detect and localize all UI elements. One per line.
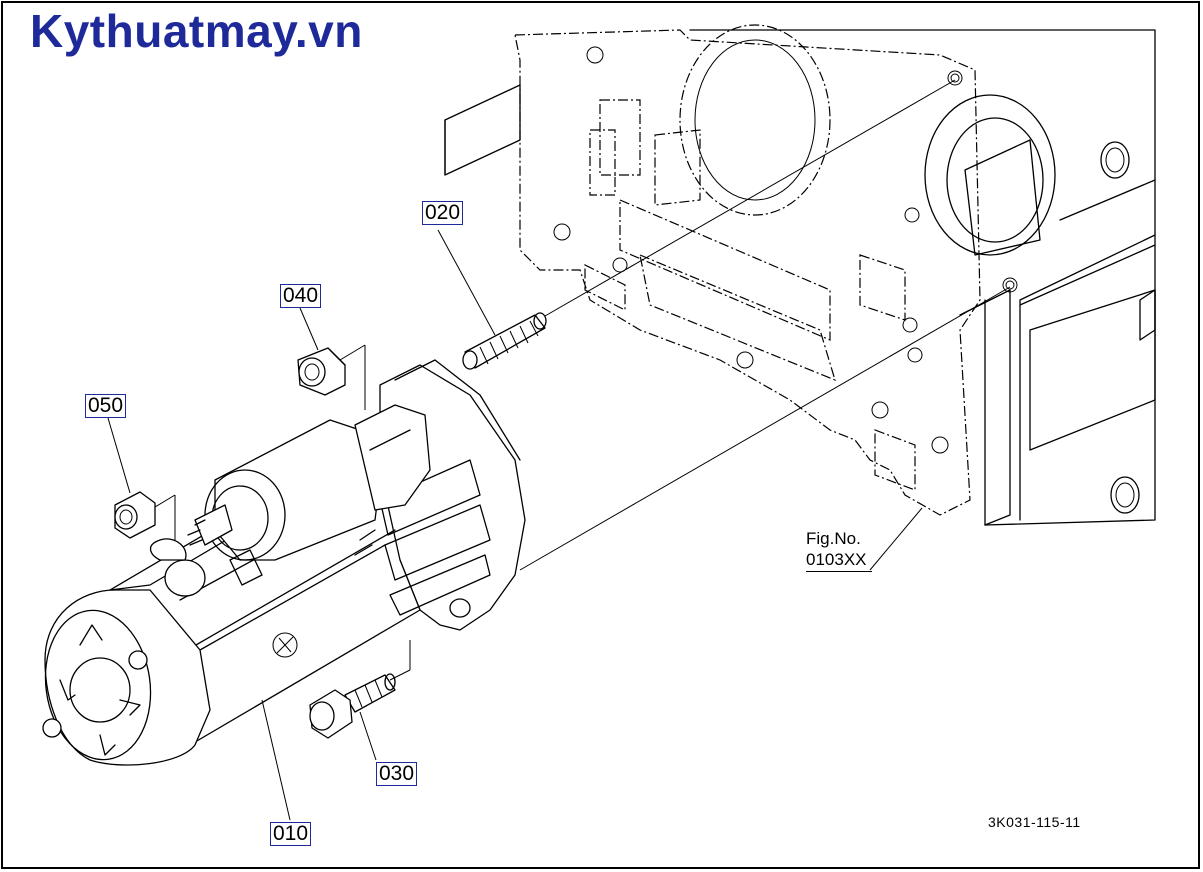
callout-050[interactable]: 050 [85,394,127,418]
flange-bolt[interactable] [309,673,396,739]
callout-040[interactable]: 040 [280,284,322,308]
figure-reference-number: 0103XX [806,549,872,572]
assembly-lines [149,79,1011,681]
callout-010[interactable]: 010 [270,822,312,846]
callout-020[interactable]: 020 [422,201,464,225]
brand-logo: Kythuatmay.vn [30,5,363,57]
drawing-number: 3K031-115-11 [988,814,1081,830]
hex-nut[interactable] [114,491,156,539]
engine-block [444,24,1156,526]
flange-nut[interactable] [297,347,346,396]
stud-bolt[interactable] [462,312,547,370]
callout-030[interactable]: 030 [376,762,418,786]
leader-lines [107,229,923,821]
figure-reference[interactable]: Fig.No. 0103XX [806,528,872,572]
starter-motor[interactable] [36,359,526,767]
figure-reference-label: Fig.No. [806,529,861,548]
